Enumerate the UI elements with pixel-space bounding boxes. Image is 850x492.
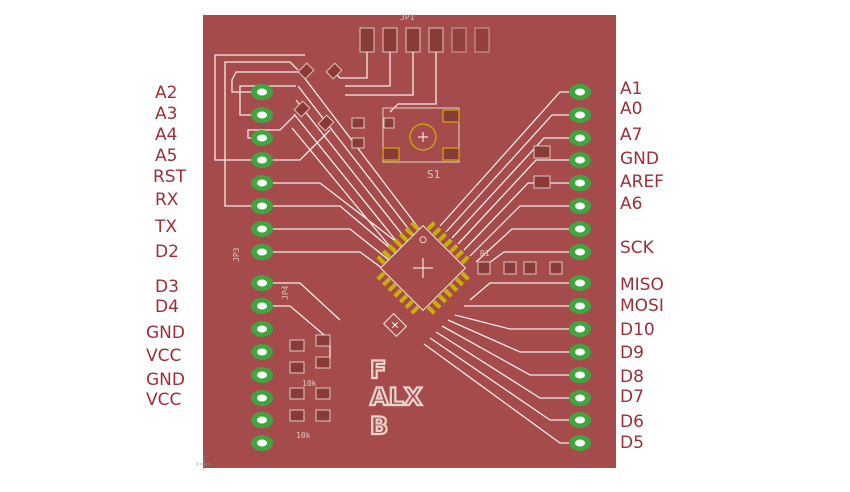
pin-label-aref: AREF: [620, 172, 664, 192]
pin-label-tx: TX: [154, 217, 177, 237]
right-pin-13: [569, 367, 591, 383]
pin-label-d5: D5: [620, 433, 644, 453]
right-pin-12: [569, 344, 591, 360]
smd-components-right: [477, 145, 563, 275]
left-pin-3: [251, 130, 273, 146]
left-pin-6: [251, 198, 273, 214]
traces: [214, 52, 580, 444]
right-pin-8: [569, 244, 591, 260]
right-pin-6: [569, 198, 591, 214]
right-pin-15: [569, 412, 591, 428]
pin-label-d9: D9: [620, 343, 644, 363]
silk-res-a: 10k: [302, 379, 317, 388]
crystal: [382, 312, 408, 338]
pin-label-vcc-2: VCC: [146, 390, 181, 410]
pin-label-a2: A2: [155, 83, 177, 103]
top-header: JP1: [359, 13, 490, 53]
left-pin-1: [251, 84, 273, 100]
left-pin-12: [251, 344, 273, 360]
left-pin-9: [251, 275, 273, 291]
pin-label-d6: D6: [620, 412, 644, 432]
right-pin-14: [569, 390, 591, 406]
left-pin-10: [251, 298, 273, 314]
pin-label-rst: RST: [153, 167, 187, 187]
pin-label-a6: A6: [620, 194, 642, 214]
smd-components-top-left: [293, 62, 395, 149]
pin-label-d7: D7: [620, 387, 644, 407]
pin-label-a0: A0: [620, 99, 642, 119]
left-pin-16: [251, 435, 273, 451]
smd-components-bottom-left: [289, 334, 331, 422]
right-pin-16: [569, 435, 591, 451]
silk-s1: S1: [427, 168, 440, 181]
left-pin-7: [251, 221, 273, 237]
left-header-pins: [251, 84, 273, 451]
pin-label-d8: D8: [620, 367, 644, 387]
board-text-line3: B: [370, 412, 388, 440]
right-pin-3: [569, 130, 591, 146]
pin-label-gnd-1: GND: [146, 323, 185, 343]
right-pin-1: [569, 84, 591, 100]
left-pin-8: [251, 244, 273, 260]
right-pin-9: [569, 275, 591, 291]
pin-label-gnd-r: GND: [620, 149, 659, 169]
pin-label-d10: D10: [620, 320, 655, 340]
board-text-line2: ALX: [370, 383, 423, 411]
silk-jp4: JP4: [281, 285, 290, 300]
left-pin-2: [251, 107, 273, 123]
pin-label-a7: A7: [620, 125, 642, 145]
pin-label-miso: MISO: [620, 275, 664, 295]
pin-label-d3: D3: [155, 277, 179, 297]
left-pin-4: [251, 152, 273, 168]
pin-label-a1: A1: [620, 79, 642, 99]
origin-marker: [196, 456, 212, 472]
left-pin-11: [251, 321, 273, 337]
right-pin-11: [569, 321, 591, 337]
silk-res-b: 10k: [296, 431, 311, 440]
right-pin-7: [569, 221, 591, 237]
board-text-line1: F: [370, 356, 386, 384]
pin-label-a5: A5: [155, 146, 177, 166]
right-header-pins: [569, 84, 591, 451]
pin-label-sck: SCK: [620, 238, 655, 258]
pin-label-d2: D2: [155, 242, 179, 262]
silk-jp3: JP3: [232, 247, 241, 262]
right-pin-10: [569, 298, 591, 314]
left-pin-13: [251, 367, 273, 383]
pin-label-mosi: MOSI: [620, 296, 664, 316]
left-pin-5: [251, 175, 273, 191]
silk-r1: R1: [480, 249, 490, 258]
left-pin-14: [251, 390, 273, 406]
right-pin-labels: A1 A0 A7 GND AREF A6 SCK MISO MOSI D10 D…: [620, 79, 664, 453]
left-pin-15: [251, 412, 273, 428]
switch-s1: S1: [382, 107, 460, 181]
silk-jp1: JP1: [400, 13, 415, 22]
pin-label-gnd-2: GND: [146, 370, 185, 390]
right-pin-4: [569, 152, 591, 168]
right-pin-2: [569, 107, 591, 123]
left-pin-labels: A2 A3 A4 A5 RST RX TX D2 D3 D4 GND VCC G…: [146, 83, 187, 410]
pin-label-a3: A3: [155, 104, 177, 124]
pin-label-vcc-1: VCC: [146, 346, 181, 366]
pin-label-rx: RX: [155, 190, 179, 210]
right-pin-5: [569, 175, 591, 191]
board-logo-text: F ALX B: [369, 355, 424, 441]
pin-label-d4: D4: [155, 297, 179, 317]
pin-label-a4: A4: [155, 125, 177, 145]
chip-origin-cross: [413, 258, 433, 278]
